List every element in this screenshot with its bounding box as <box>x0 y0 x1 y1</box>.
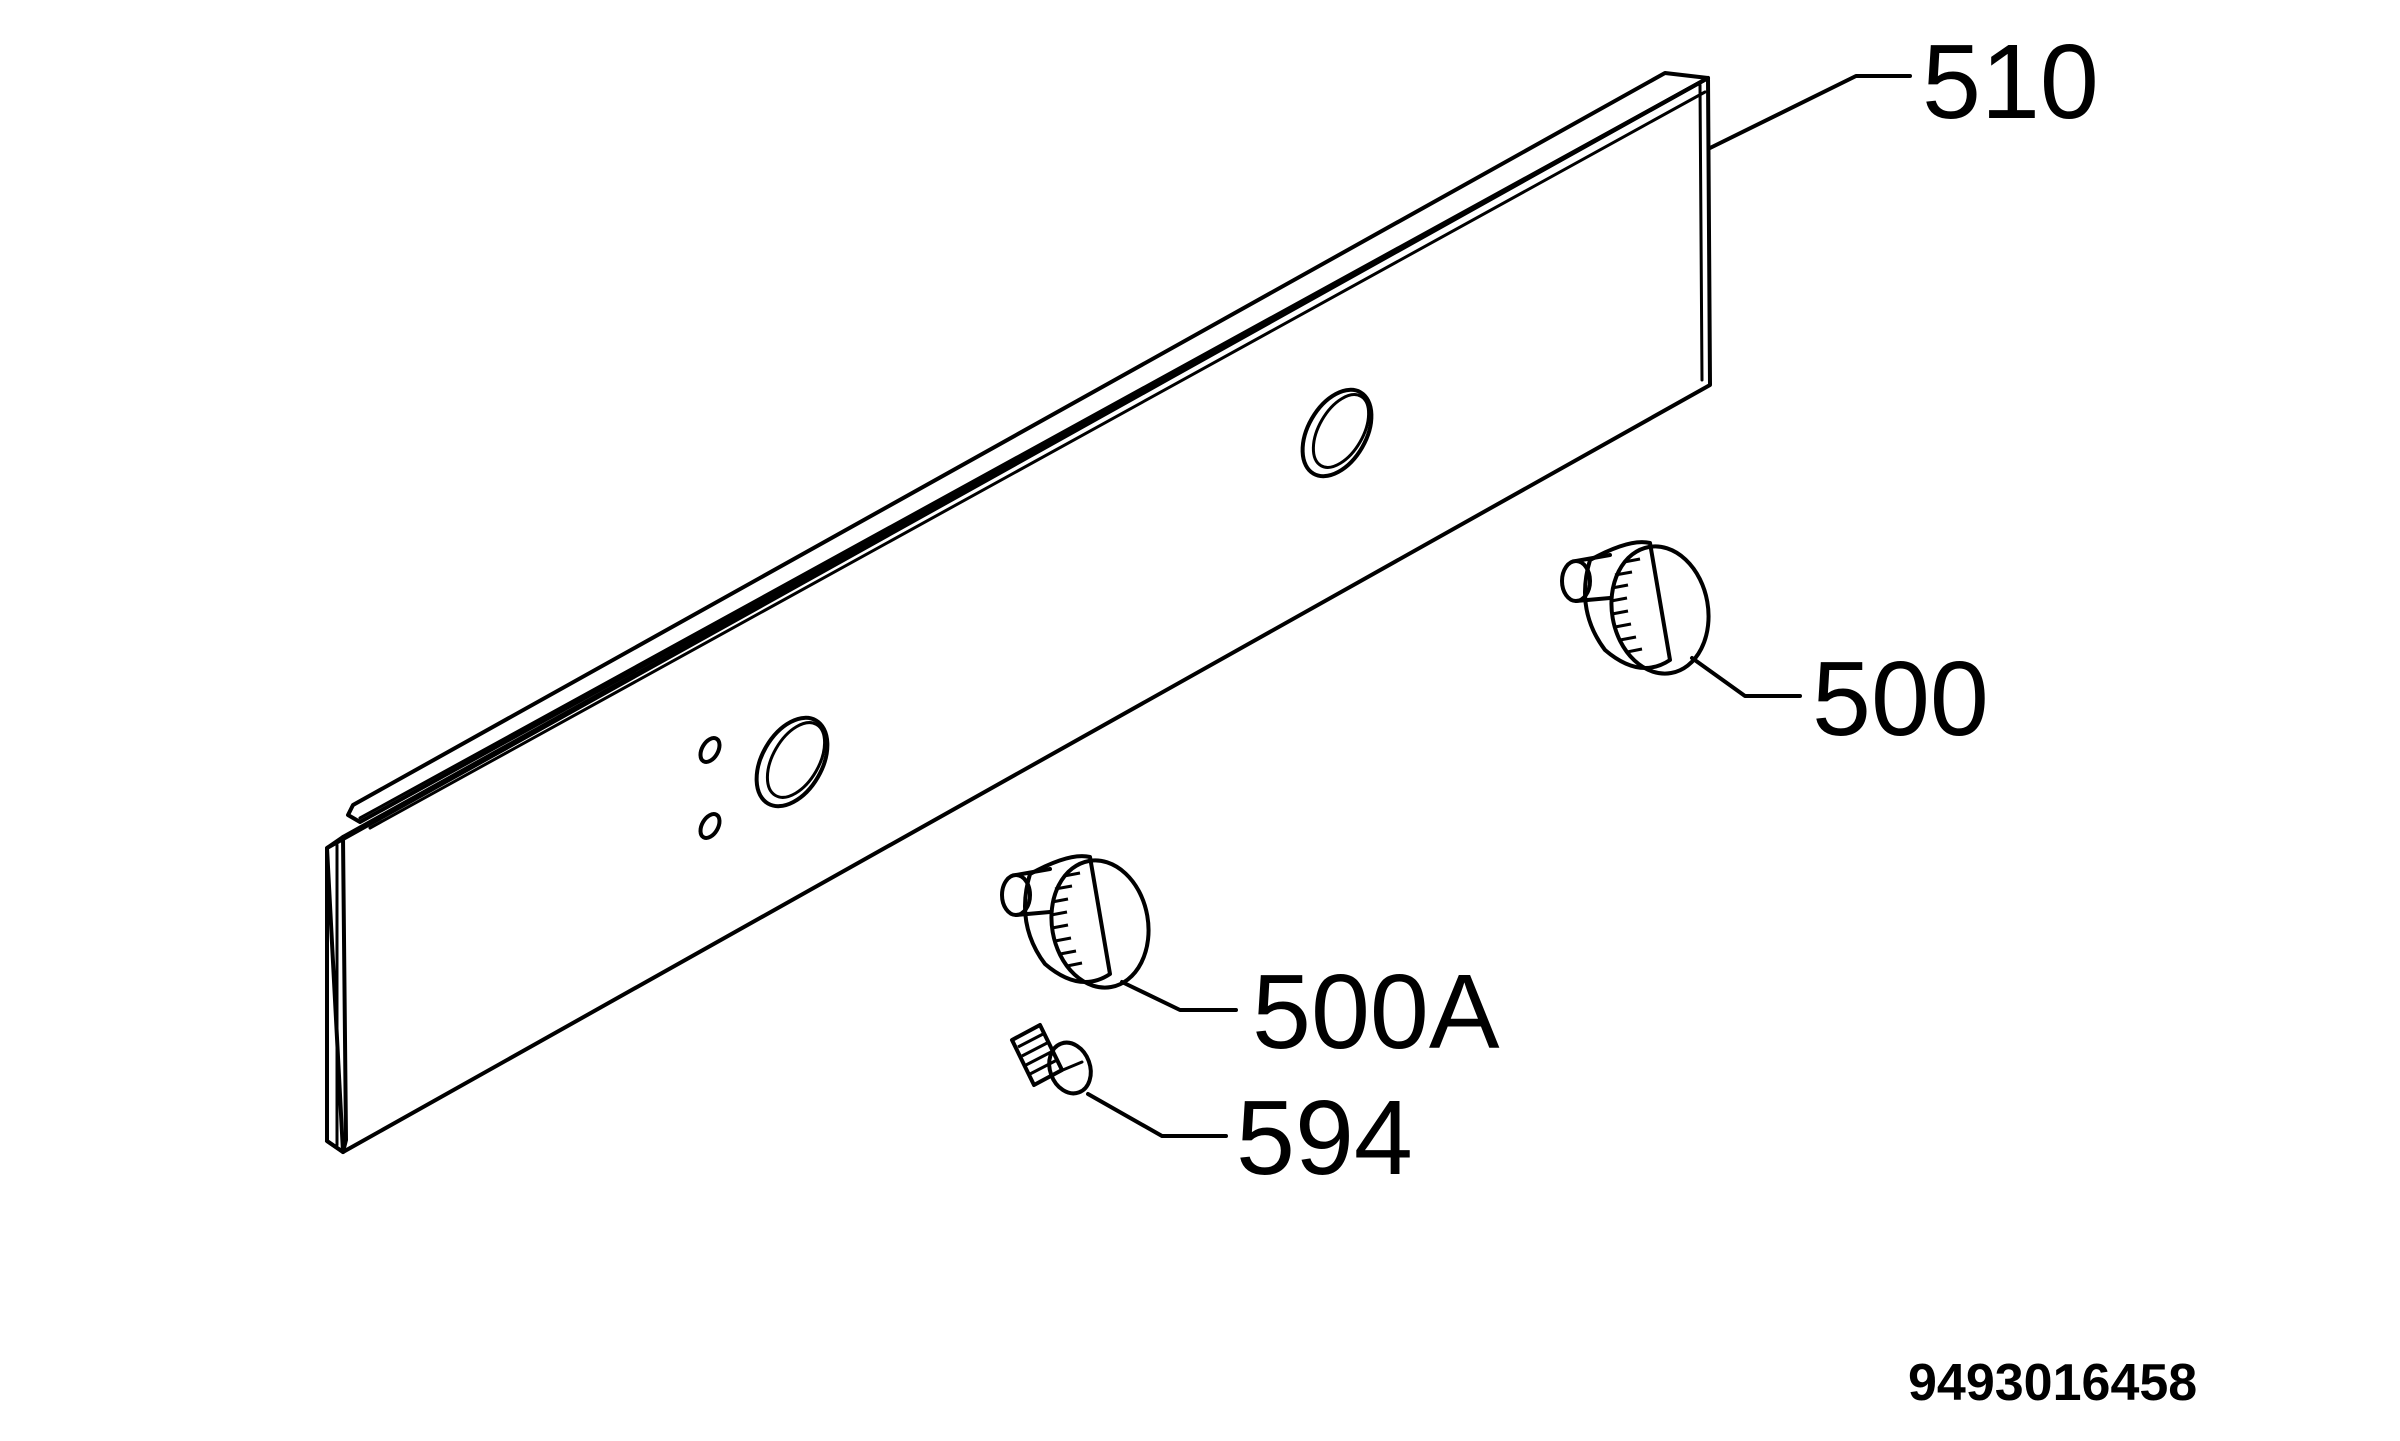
knob-500a <box>1000 854 1151 990</box>
knob-500 <box>1560 540 1711 676</box>
label-500: 500 <box>1812 640 1989 758</box>
panel-knob-hole-right <box>1300 387 1374 479</box>
panel-indicator-holes <box>698 736 722 840</box>
leader-lines <box>1086 74 1912 1138</box>
label-594: 594 <box>1236 1079 1413 1197</box>
control-panel <box>325 71 1712 1154</box>
label-510: 510 <box>1922 23 2099 141</box>
document-id: 9493016458 <box>1908 1354 2197 1412</box>
screw-594 <box>1010 1023 1093 1096</box>
label-500a: 500A <box>1252 953 1500 1071</box>
panel-knob-hole-left <box>754 715 830 809</box>
